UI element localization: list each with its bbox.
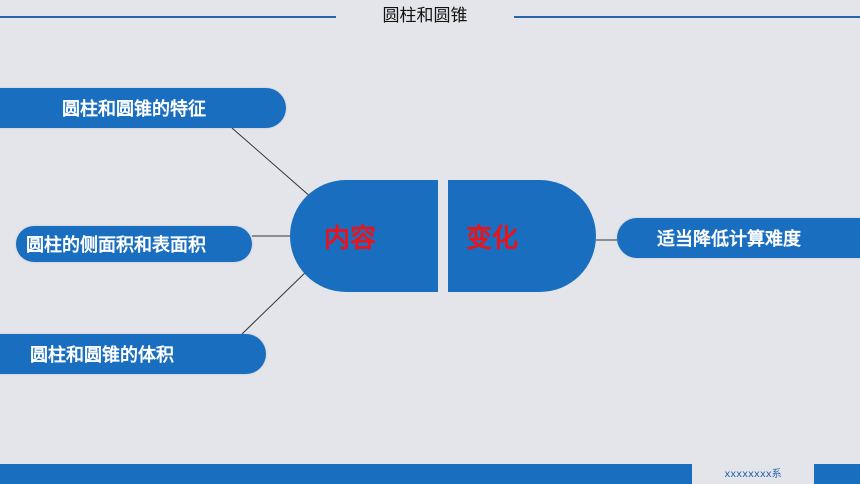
connector-features (231, 127, 313, 199)
node-volume-label: 圆柱和圆锥的体积 (30, 345, 174, 366)
center-node-content-label: 内容 (324, 223, 377, 254)
node-features-label: 圆柱和圆锥的特征 (62, 99, 206, 120)
node-volume: 圆柱和圆锥的体积 (0, 334, 266, 374)
center-node-change-label: 变化 (466, 223, 519, 254)
node-reduce-difficulty-label: 适当降低计算难度 (657, 229, 801, 250)
node-surface-area-label: 圆柱的侧面积和表面积 (26, 235, 206, 256)
footer-bar-left (0, 464, 692, 484)
footer-text: xxxxxxxx系 (724, 469, 782, 480)
page-title: 圆柱和圆锥 (382, 6, 468, 26)
center-node-content: 内容 (290, 180, 438, 292)
footer-bar-right (814, 464, 860, 484)
node-surface-area: 圆柱的侧面积和表面积 (16, 226, 252, 262)
node-features: 圆柱和圆锥的特征 (0, 88, 286, 128)
center-node-change: 变化 (448, 180, 596, 292)
header-line-left (0, 16, 336, 18)
node-reduce-difficulty: 适当降低计算难度 (617, 218, 860, 258)
header-line-right (514, 16, 860, 18)
connector-volume (241, 267, 311, 335)
